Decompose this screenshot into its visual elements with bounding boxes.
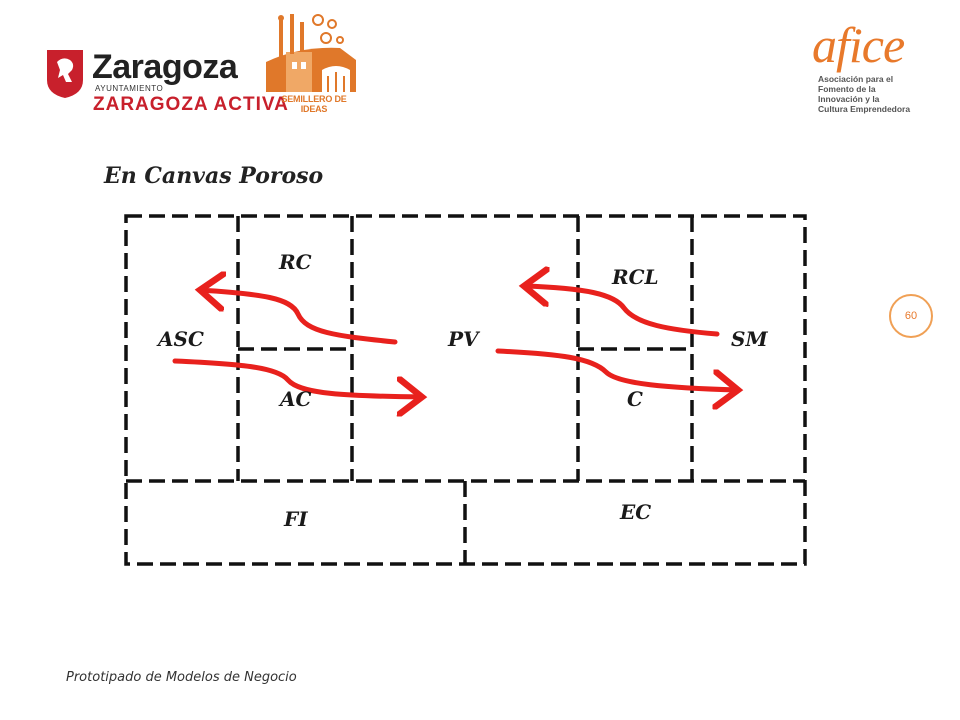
- arrow-asc-to-pv: [172, 358, 422, 397]
- afice-desc-line: Innovación y la: [818, 94, 880, 104]
- arrow-pv-to-sm: [495, 348, 738, 390]
- flow-arrows: [172, 286, 738, 397]
- block-label-pv: PV: [448, 327, 479, 351]
- slide-title: En Canvas Poroso: [104, 163, 324, 189]
- page-number: 60: [889, 294, 933, 338]
- block-label-asc: ASC: [158, 327, 204, 351]
- afice-logo-word: afice: [812, 17, 905, 73]
- afice-logo-description: Asociación para el Fomento de la Innovac…: [818, 74, 938, 114]
- zaragoza-activa-text: ZARAGOZA ACTIVA: [93, 94, 289, 115]
- afice-desc-line: Asociación para el: [818, 74, 894, 84]
- arrow-sm-to-pv: [524, 286, 720, 337]
- afice-desc-line: Fomento de la: [818, 84, 876, 94]
- semillero-logo-label: SEMILLERO DE IDEAS: [281, 94, 347, 114]
- block-label-rcl: RCL: [612, 265, 659, 289]
- afice-desc-line: Cultura Emprendedora: [818, 104, 911, 114]
- block-label-ac: AC: [280, 387, 312, 411]
- footer-text: Prototipado de Modelos de Negocio: [66, 670, 297, 685]
- zaragoza-logo-name: Zaragoza: [92, 48, 238, 86]
- canvas-grid: [124, 214, 807, 566]
- arrow-pv-to-asc: [200, 290, 398, 345]
- zaragoza-shield-icon: [47, 50, 83, 98]
- semillero-logo-icon: [266, 14, 356, 92]
- block-label-ec: EC: [620, 500, 652, 524]
- block-label-c: C: [627, 387, 643, 411]
- block-label-rc: RC: [279, 250, 312, 274]
- zaragoza-logo-sub: AYUNTAMIENTO: [95, 84, 164, 93]
- block-label-sm: SM: [731, 327, 768, 351]
- block-label-fi: FI: [284, 507, 308, 531]
